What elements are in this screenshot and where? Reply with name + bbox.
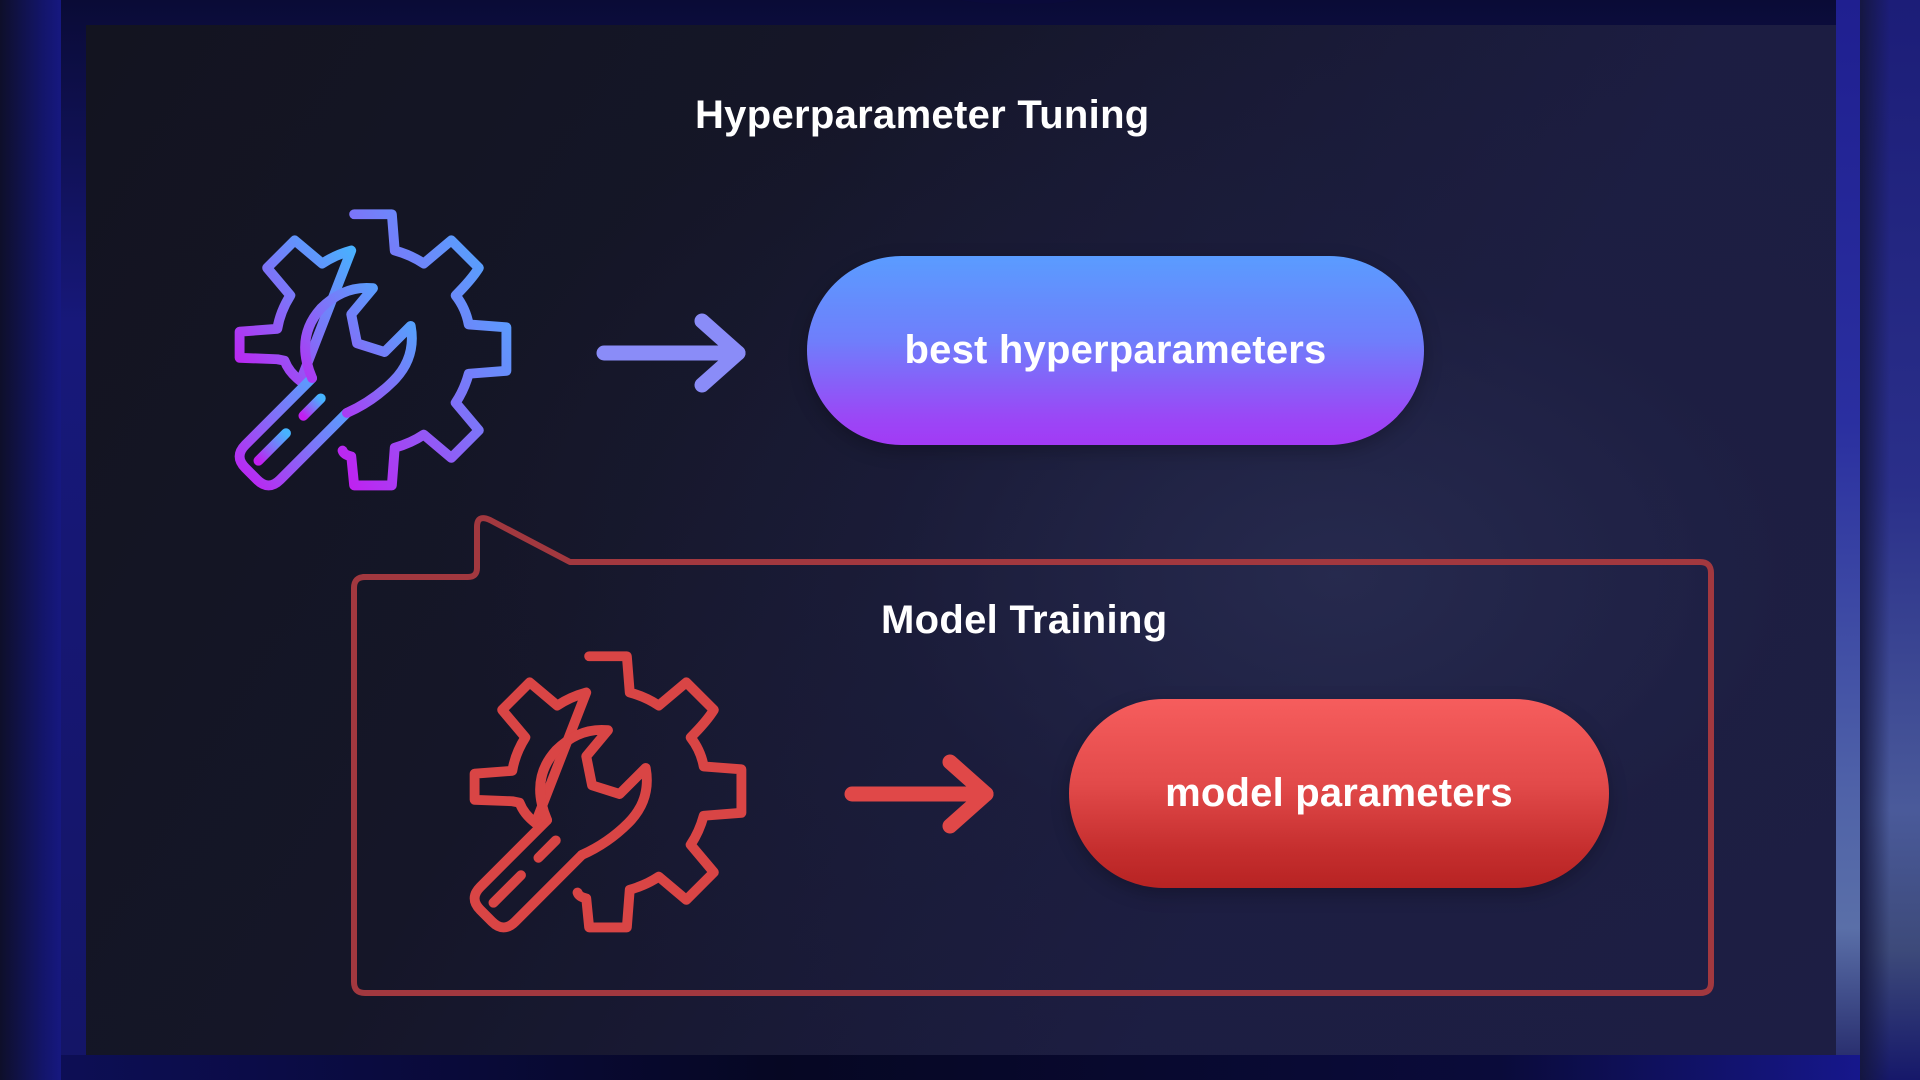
background-left-strip [0,0,61,1080]
arrow-right-icon [596,313,746,393]
frame-right-edge [1836,0,1860,1055]
model-training-title: Model Training [881,598,1168,642]
model-parameters-pill: model parameters [1069,699,1609,888]
best-hyperparameters-pill: best hyperparameters [807,256,1424,445]
hyperparameter-tuning-title: Hyperparameter Tuning [695,93,1150,137]
arrow-right-icon [844,754,994,834]
gear-wrench-icon [234,209,512,491]
frame-bottom-edge [61,1055,1860,1080]
gear-wrench-icon [469,651,747,933]
diagram-panel [86,25,1836,1055]
background-right-strip [1860,0,1920,1080]
top-notch [955,0,1085,4]
